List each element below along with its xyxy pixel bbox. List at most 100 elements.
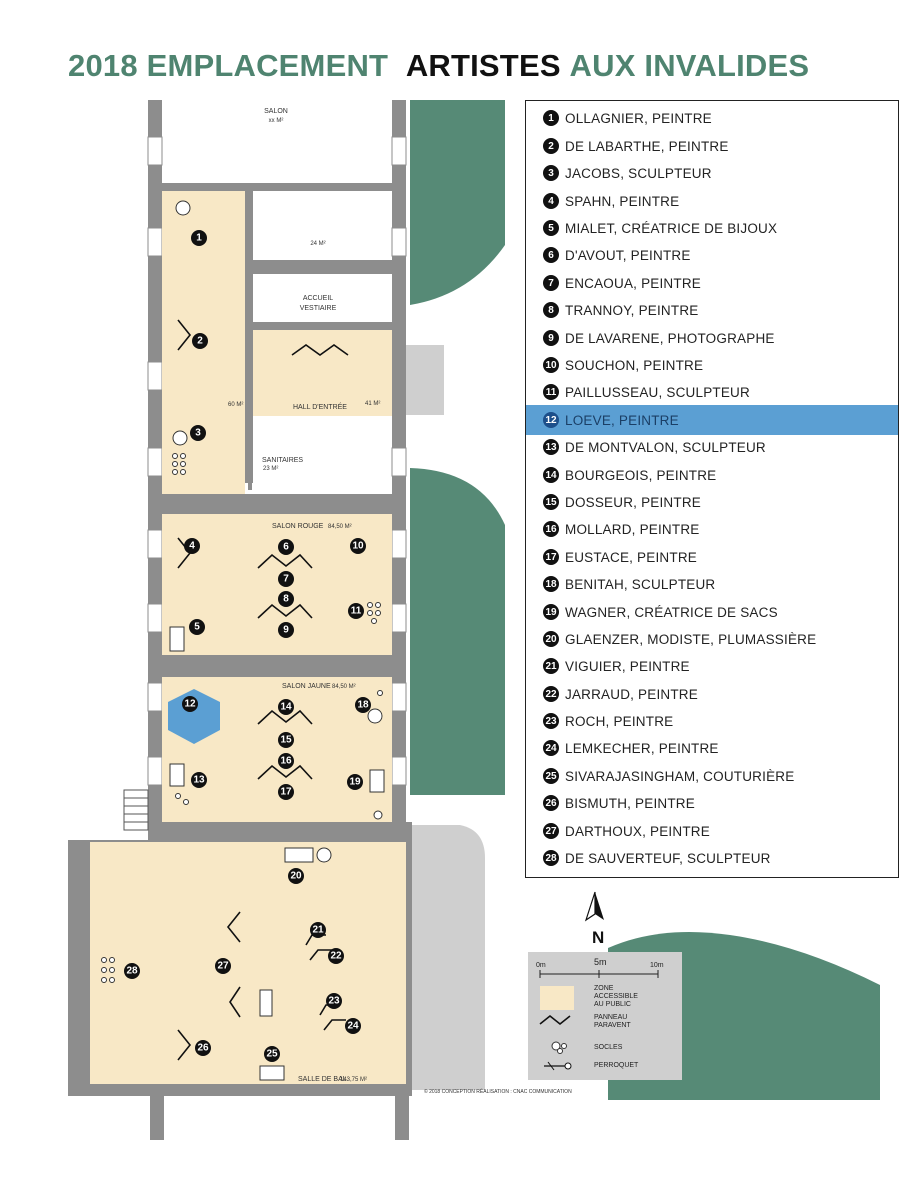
salon-jaune-label: SALON JAUNE bbox=[282, 683, 331, 690]
garden-middle bbox=[410, 468, 505, 795]
svg-text:25: 25 bbox=[266, 1049, 278, 1060]
svg-text:12: 12 bbox=[184, 699, 196, 710]
corridor-area: 60 M² bbox=[228, 402, 243, 408]
room-area-label: 24 M² bbox=[310, 241, 325, 247]
entrance-terrace bbox=[404, 345, 444, 415]
garden-top bbox=[410, 100, 505, 305]
svg-text:19: 19 bbox=[349, 777, 361, 788]
marker-25: 25 bbox=[264, 1046, 280, 1062]
marker-26: 26 bbox=[195, 1040, 211, 1056]
marker-23: 23 bbox=[326, 993, 342, 1009]
map-markers: 1 2 3 4 5 6 7 8 9 10 11 12 13 14 15 16 1… bbox=[124, 230, 371, 1062]
svg-text:15: 15 bbox=[280, 735, 292, 746]
svg-text:11: 11 bbox=[351, 606, 362, 617]
scale-zero: 0m bbox=[536, 962, 546, 969]
room-labels: SALON xx M² 24 M² ACCUEIL VESTIAIRE HALL… bbox=[228, 108, 572, 1095]
hall-label: HALL D'ENTRÉE bbox=[293, 402, 347, 411]
marker-20: 20 bbox=[288, 868, 304, 884]
public-zones bbox=[90, 191, 406, 1084]
svg-text:1: 1 bbox=[196, 233, 202, 244]
svg-text:20: 20 bbox=[290, 871, 302, 882]
marker-10: 10 bbox=[350, 538, 366, 554]
svg-text:21: 21 bbox=[312, 925, 324, 936]
svg-text:4: 4 bbox=[189, 541, 195, 552]
marker-7: 7 bbox=[278, 571, 294, 587]
scale-end: 10m bbox=[650, 962, 664, 969]
scale-label: 5m bbox=[594, 957, 607, 967]
accueil-label: ACCUEIL bbox=[303, 295, 333, 302]
socles bbox=[101, 200, 385, 1081]
svg-text:26: 26 bbox=[197, 1043, 209, 1054]
map-key-graphics bbox=[539, 970, 659, 1071]
marker-19: 19 bbox=[347, 774, 363, 790]
salon-rouge-area: 84,50 M² bbox=[328, 524, 352, 530]
north-label: N bbox=[592, 928, 605, 947]
marker-24: 24 bbox=[345, 1018, 361, 1034]
marker-27: 27 bbox=[215, 958, 231, 974]
svg-text:14: 14 bbox=[280, 702, 292, 713]
perroquet-label: PERROQUET bbox=[594, 1062, 639, 1069]
zone-label: ZONE ACCESSIBLE AU PUBLIC bbox=[594, 985, 638, 1008]
map-key: 0m 5m 10m ZONE ACCESSIBLE AU PUBLIC PANN… bbox=[528, 952, 682, 1080]
svg-text:16: 16 bbox=[280, 756, 292, 767]
svg-text:23: 23 bbox=[328, 996, 340, 1007]
marker-22: 22 bbox=[328, 948, 344, 964]
socles-label: SOCLES bbox=[594, 1044, 623, 1051]
marker-28: 28 bbox=[124, 963, 140, 979]
windows bbox=[147, 136, 407, 786]
loeve-highlight-hexagon bbox=[168, 689, 220, 744]
salon-top-area: xx M² bbox=[269, 118, 284, 124]
marker-1: 1 bbox=[191, 230, 207, 246]
marker-15: 15 bbox=[278, 732, 294, 748]
sanitaires-label: SANITAIRES bbox=[262, 457, 303, 464]
marker-3: 3 bbox=[190, 425, 206, 441]
svg-text:7: 7 bbox=[283, 574, 289, 585]
svg-text:8: 8 bbox=[283, 594, 289, 605]
vestiaire-label: VESTIAIRE bbox=[300, 305, 337, 312]
svg-text:24: 24 bbox=[347, 1021, 359, 1032]
svg-text:10: 10 bbox=[352, 541, 364, 552]
svg-text:27: 27 bbox=[217, 961, 229, 972]
ballroom-terrace bbox=[410, 825, 485, 1090]
north-arrow-icon bbox=[584, 891, 604, 922]
marker-13: 13 bbox=[191, 772, 207, 788]
salle-de-bal-area: 143,75 M² bbox=[340, 1077, 367, 1083]
svg-text:9: 9 bbox=[283, 625, 289, 636]
svg-text:5: 5 bbox=[194, 622, 200, 633]
svg-text:17: 17 bbox=[280, 787, 292, 798]
credit-text: © 2018 CONCEPTION RÉALISATION : CNAC COM… bbox=[424, 1088, 572, 1095]
staircase bbox=[123, 789, 149, 831]
panel-label: PANNEAU PARAVENT bbox=[594, 1014, 631, 1029]
marker-9: 9 bbox=[278, 622, 294, 638]
marker-18: 18 bbox=[355, 697, 371, 713]
marker-2: 2 bbox=[192, 333, 208, 349]
marker-21: 21 bbox=[310, 922, 326, 938]
marker-17: 17 bbox=[278, 784, 294, 800]
marker-12: 12 bbox=[182, 696, 198, 712]
marker-5: 5 bbox=[189, 619, 205, 635]
map-title: 2018 EMPLACEMENT ARTISTES AUX INVALIDES bbox=[68, 48, 809, 84]
svg-text:3: 3 bbox=[195, 428, 201, 439]
